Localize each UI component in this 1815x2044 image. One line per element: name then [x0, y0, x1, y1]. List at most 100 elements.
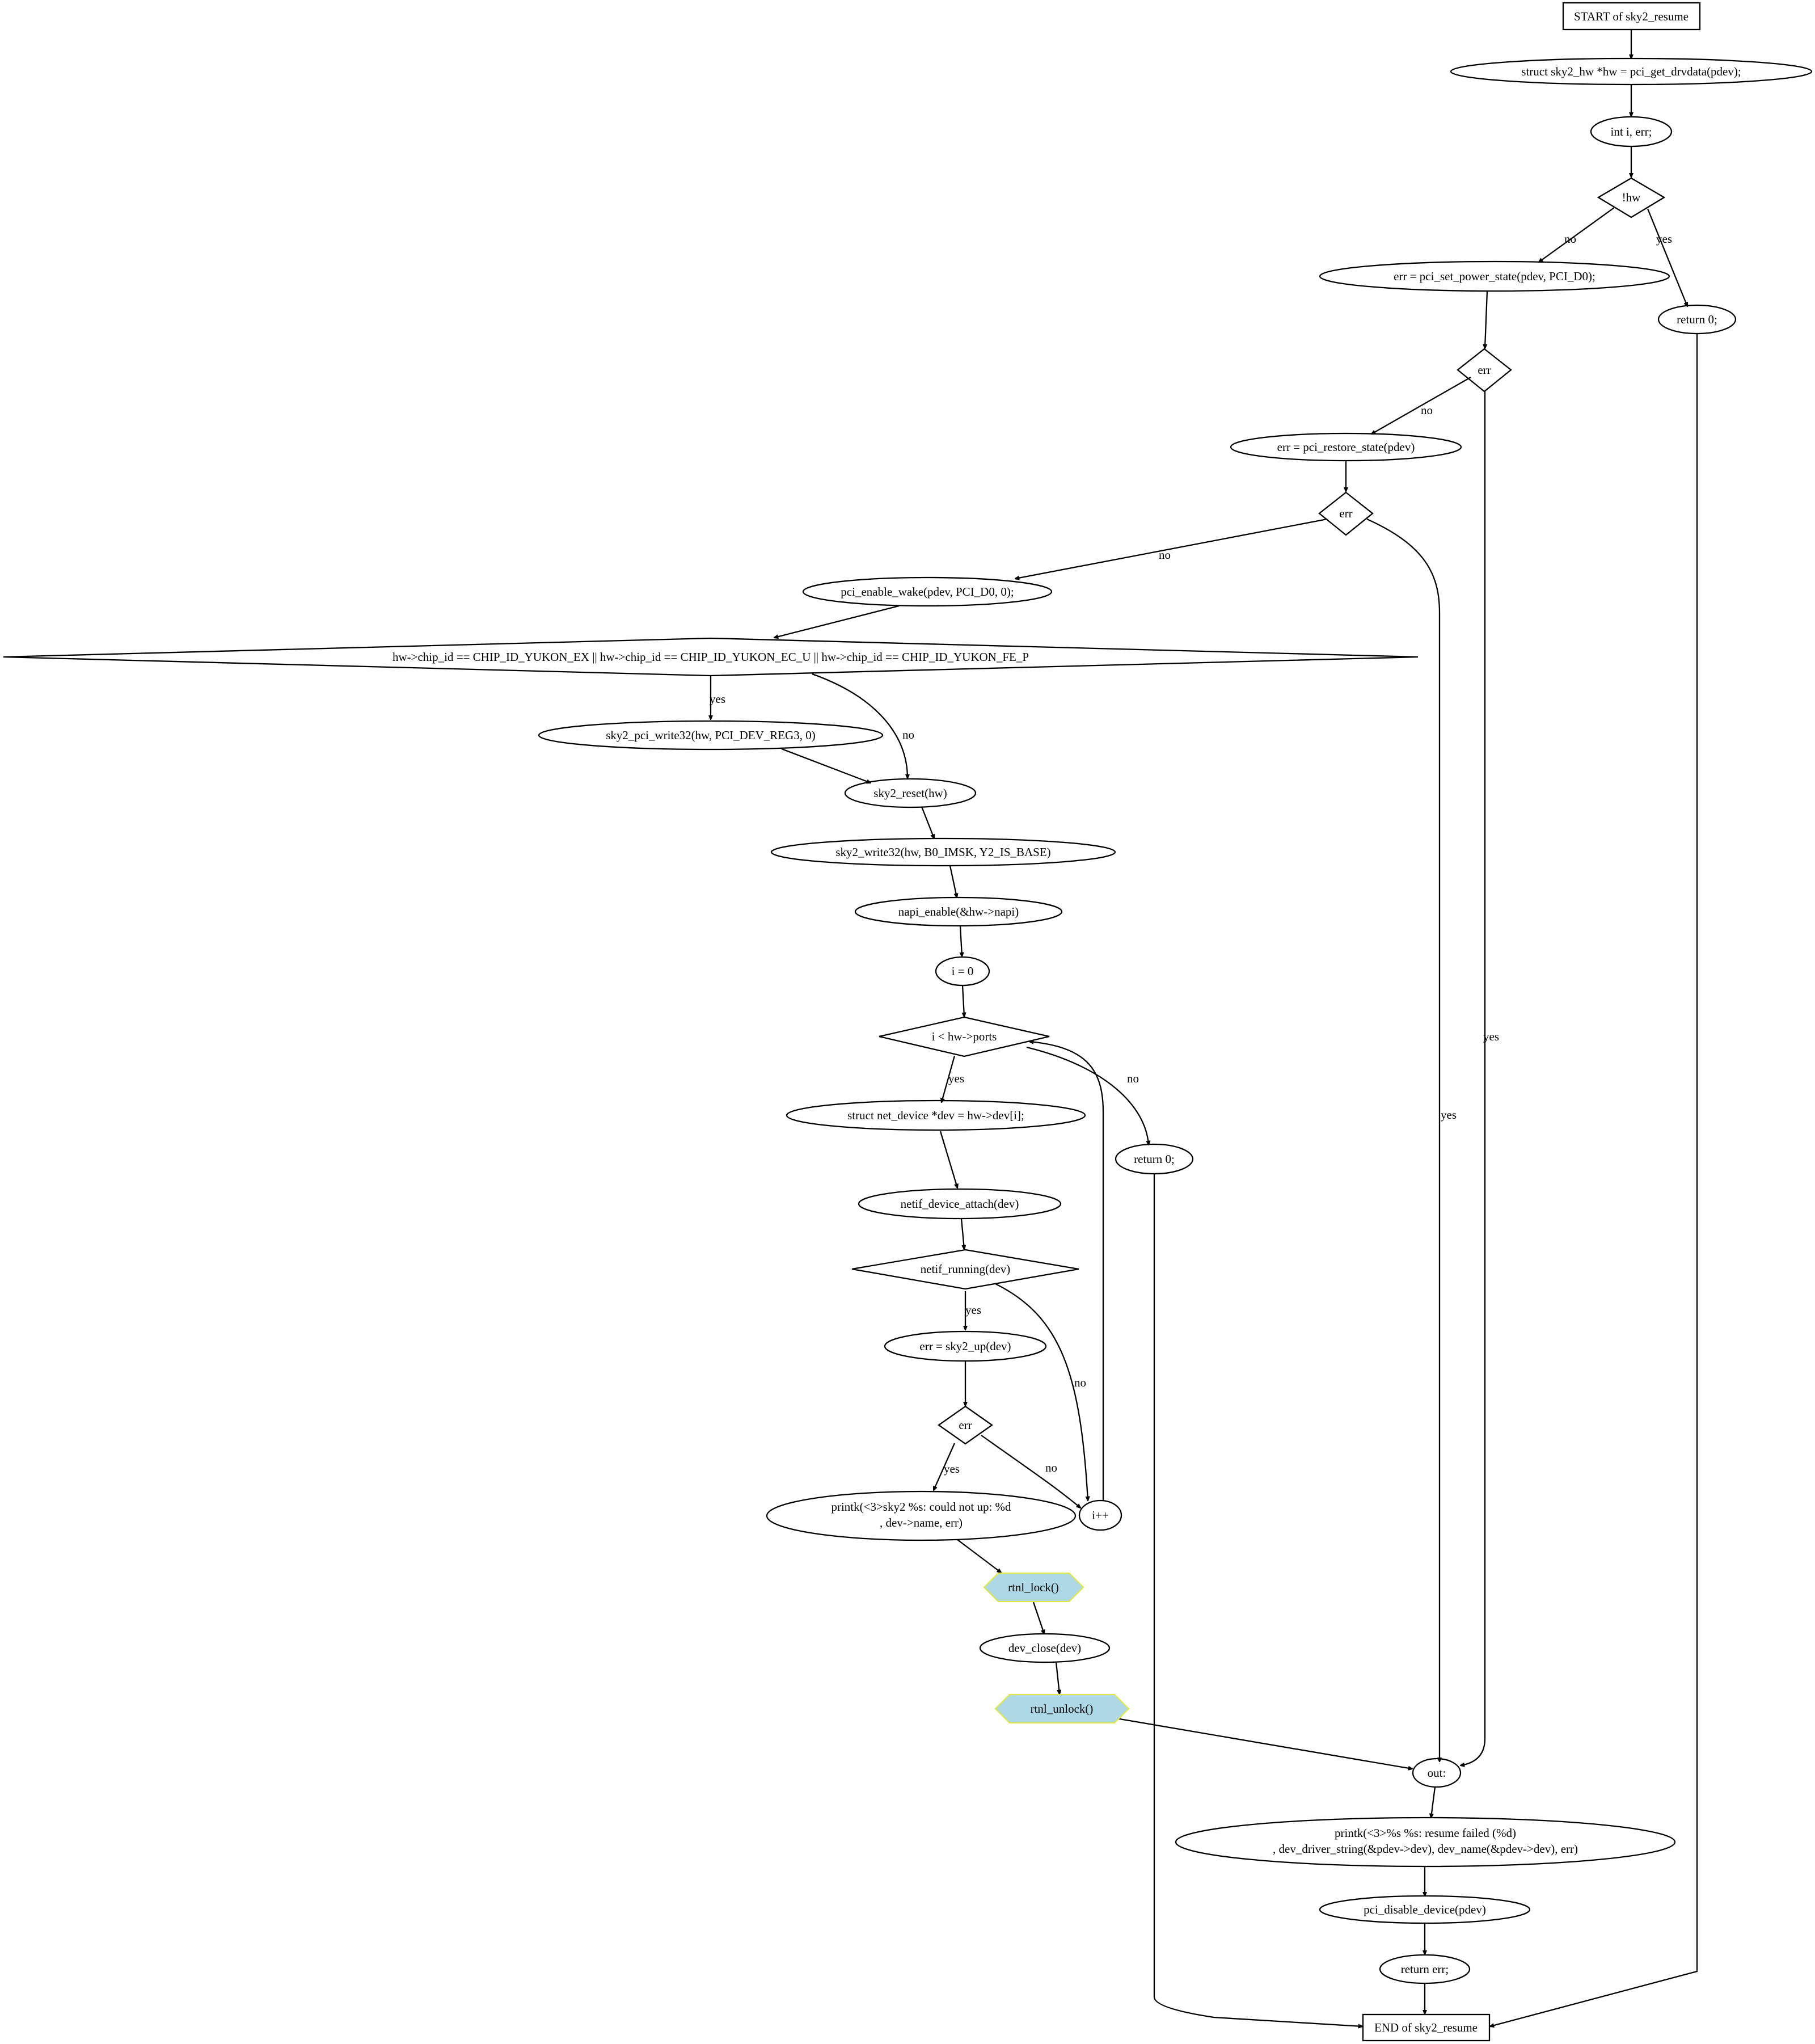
edge-cond-err3-to-inc-i [981, 1435, 1080, 1508]
edge-label-yes: yes [1483, 1030, 1499, 1043]
write32-label: sky2_write32(hw, B0_IMSK, Y2_IS_BASE) [835, 845, 1050, 859]
cond-err2-diamond [1318, 491, 1374, 536]
cond-err1-diamond [1457, 348, 1512, 393]
edge-printk-up-to-rtnl-lock [957, 1539, 1001, 1573]
rtnl-unlock-node [994, 1693, 1130, 1724]
napi-node [854, 896, 1063, 927]
rtnl-unlock-label: rtnl_unlock() [1031, 1702, 1094, 1716]
edge-cond-ports-to-return0b [1026, 1046, 1149, 1145]
edge-cond-err2-to-enable-wake [1015, 518, 1328, 579]
edge-label-yes: yes [965, 1303, 981, 1317]
set-power-label: err = pci_set_power_state(pdev, PCI_D0); [1394, 269, 1595, 283]
cond-hw-label: !hw [1622, 191, 1641, 204]
rtnl-lock-label: rtnl_lock() [1008, 1581, 1059, 1594]
edge-out-to-printk-fail [1431, 1786, 1436, 1818]
out-label: out: [1428, 1766, 1446, 1780]
reset-label: sky2_reset(hw) [873, 786, 947, 800]
write32-node [770, 837, 1116, 867]
return-err-node [1379, 1954, 1471, 1984]
edge-enable-wake-to-cond-chip [774, 605, 900, 638]
edge-label-yes: yes [710, 692, 725, 706]
edge-init-i-to-cond-ports [963, 985, 964, 1017]
enable-wake-node [802, 576, 1053, 607]
rtnl-lock-node [983, 1572, 1084, 1603]
edge-cond-running-to-inc-i [995, 1283, 1088, 1501]
return0-a-label: return 0; [1677, 313, 1717, 326]
set-power-node [1319, 260, 1670, 292]
edge-inc-i-to-cond-ports [1029, 1042, 1104, 1501]
init-i-node [935, 956, 990, 987]
edge-label-yes: yes [1441, 1108, 1457, 1122]
dev-close-label: dev_close(dev) [1008, 1641, 1081, 1655]
edge-rtnl-unlock-to-out [1112, 1717, 1412, 1769]
get-drvdata-label: struct sky2_hw *hw = pci_get_drvdata(pde… [1521, 65, 1741, 78]
printk-up-node [766, 1490, 1077, 1541]
edge-cond-err3-to-printk-up [934, 1443, 956, 1490]
edge-label-no: no [1127, 1072, 1139, 1085]
edge-label-yes: yes [948, 1072, 964, 1085]
edge-label-yes: yes [944, 1462, 960, 1476]
cond-running-label: netif_running(dev) [921, 1262, 1011, 1276]
return0-b-label: return 0; [1134, 1152, 1175, 1166]
end-node [1362, 2013, 1491, 2042]
cond-running-diamond [851, 1249, 1079, 1290]
napi-label: napi_enable(&hw->napi) [898, 905, 1019, 918]
dev-decl-node [786, 1099, 1086, 1131]
up-label: err = sky2_up(dev) [919, 1339, 1011, 1353]
cond-err2-label: err [1339, 507, 1352, 520]
inc-i-label: i++ [1092, 1508, 1109, 1522]
edge-label-no: no [902, 728, 914, 741]
return0-a-node [1657, 304, 1737, 335]
edge-label-no: no [1564, 232, 1576, 246]
dev-close-node [979, 1633, 1111, 1663]
edge-attach-to-cond-running [960, 1218, 964, 1249]
edge-cond-hw-to-return0 [1647, 208, 1687, 306]
return-err-label: return err; [1401, 1962, 1449, 1976]
attach-label: netif_device_attach(dev) [901, 1197, 1019, 1211]
return0-b-node [1115, 1143, 1194, 1175]
edge-label-no: no [1421, 403, 1433, 417]
edge-labels: no yes no yes no yes yes no yes no yes n… [710, 232, 1672, 1476]
edge-rtnl-lock-to-dev-close [1032, 1602, 1044, 1634]
decl-node [1590, 116, 1673, 147]
up-node [884, 1330, 1047, 1362]
disable-label: pci_disable_device(pdev) [1364, 1903, 1486, 1916]
cond-err3-label: err [959, 1418, 972, 1432]
cond-hw-diamond [1597, 177, 1666, 218]
restore-label: err = pci_restore_state(pdev) [1277, 440, 1415, 454]
pci-write-label: sky2_pci_write32(hw, PCI_DEV_REG3, 0) [606, 728, 816, 742]
edge-label-no: no [1074, 1376, 1086, 1389]
edge-cond-hw-to-set-power [1539, 207, 1615, 262]
cond-chip-label: hw->chip_id == CHIP_ID_YUKON_EX || hw->c… [392, 650, 1029, 664]
edge-dev-close-to-rtnl-unlock [1055, 1662, 1060, 1694]
printk-up-label-1: printk(<3>sky2 %s: could not up: %d [831, 1500, 1011, 1514]
edge-label-no: no [1045, 1461, 1057, 1474]
inc-i-node [1078, 1499, 1122, 1531]
end-label: END of sky2_resume [1374, 2021, 1478, 2034]
enable-wake-label: pci_enable_wake(pdev, PCI_D0, 0); [841, 585, 1014, 599]
edge-dev-decl-to-attach [939, 1131, 957, 1188]
printk-up-label-2: , dev->name, err) [880, 1516, 963, 1529]
edge-pci-write-to-reset [781, 748, 871, 783]
dev-decl-label: struct net_device *dev = hw->dev[i]; [847, 1109, 1024, 1122]
edge-return0-to-end [1490, 334, 1698, 2026]
edge-cond-err1-to-restore [1371, 377, 1471, 434]
attach-node [858, 1188, 1062, 1220]
cond-chip-diamond [3, 637, 1419, 677]
cond-err1-label: err [1478, 363, 1491, 377]
nodes: START of sky2_resume struct sky2_hw *hw … [3, 2, 1813, 2042]
edge-cond-err2-to-out [1366, 518, 1440, 1761]
pci-write-node [538, 720, 884, 751]
out-node [1412, 1758, 1462, 1788]
get-drvdata-node [1450, 57, 1813, 86]
edge-set-power-to-cond-err1 [1485, 290, 1488, 348]
edge-label-no: no [1159, 548, 1171, 562]
edge-cond-chip-to-reset [812, 673, 907, 778]
edge-cond-err1-to-out [1461, 391, 1486, 1765]
edges [711, 29, 1698, 2026]
cond-ports-diamond [879, 1016, 1050, 1057]
edge-cond-ports-to-dev-decl [942, 1055, 956, 1102]
printk-fail-label-1: printk(<3>%s %s: resume failed (%d) [1335, 1826, 1516, 1840]
printk-fail-node [1175, 1817, 1676, 1868]
